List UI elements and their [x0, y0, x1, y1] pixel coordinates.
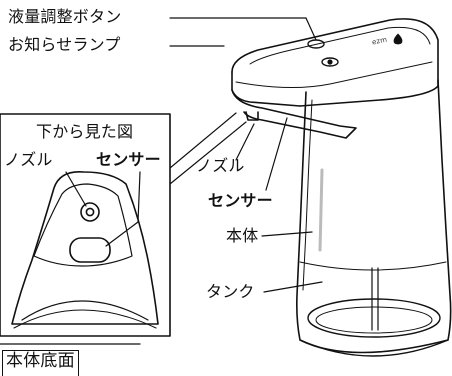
zoom-line-lower: [169, 121, 247, 185]
inset-nozzle-inner: [85, 207, 95, 217]
leader-nozzle: [235, 123, 255, 161]
inset-nozzle-housing: [11, 171, 159, 325]
inset-label-nozzle: ノズル: [4, 150, 53, 169]
tank-base-rim: [299, 339, 449, 357]
tank-bottom-inner: [315, 306, 433, 334]
inset-leader-nozzle: [65, 171, 87, 207]
inset-frame: [0, 113, 171, 337]
leader-sensor: [265, 117, 288, 191]
tank-outline: [296, 79, 452, 354]
bottom-caption: 本体底面: [2, 350, 79, 376]
inset-title: 下から見た図: [36, 122, 134, 141]
spout: [231, 89, 357, 139]
body-highlight: [318, 168, 324, 252]
tank-liquid-line: [299, 261, 447, 271]
zoom-line-upper: [169, 112, 237, 169]
pump-tube: [371, 267, 379, 331]
label-tank: タンク: [206, 282, 255, 301]
inset-label-sensor: センサー: [96, 150, 161, 169]
leader-tank: [263, 281, 323, 293]
label-body: 本体: [226, 226, 259, 245]
label-nozzle: ノズル: [196, 156, 245, 175]
drop-logo-icon: [393, 33, 403, 45]
inset-leader-sensor: [105, 171, 141, 247]
head-top-surface: [249, 26, 431, 65]
tank-bottom-ellipse: [307, 298, 441, 338]
label-sensor: センサー: [208, 191, 273, 210]
inset-bottom-arch: [21, 300, 149, 321]
label-volume-button: 液量調整ボタン: [8, 7, 122, 26]
spout-nozzle-tip: [245, 111, 259, 121]
inset-nozzle-outer: [80, 202, 100, 222]
label-indicator-lamp: お知らせランプ: [8, 35, 121, 54]
head-front-band: [235, 61, 433, 89]
indicator-lamp-dot: [327, 59, 333, 65]
inset-inner-curve: [33, 183, 133, 267]
leader-volume-button-diag: [305, 17, 317, 41]
inset-sensor-window: [69, 237, 111, 263]
indicator-lamp-shape: [321, 57, 339, 67]
inset-bottom-arch-outer: [13, 309, 157, 329]
head-top-cap: [231, 18, 439, 107]
head-front-face: [231, 71, 301, 107]
leader-body: [261, 231, 313, 237]
